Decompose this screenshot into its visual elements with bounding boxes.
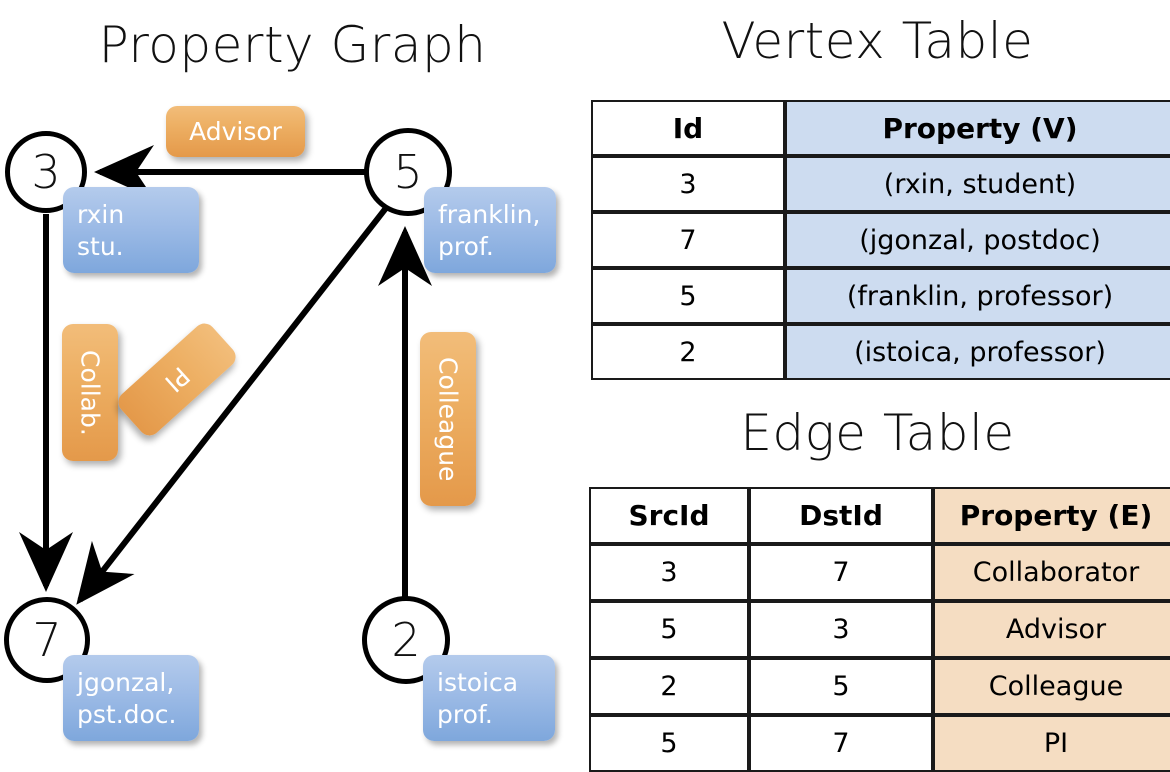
edge-table-header-dstid: DstId — [749, 487, 933, 544]
graph-node-3-property-line-2: stu. — [77, 232, 124, 261]
edge-label-collab: Collab. — [62, 324, 118, 461]
vertex-cell-id: 2 — [591, 324, 785, 380]
graph-node-3-property-line-1: rxin — [77, 200, 125, 229]
edge-cell-dstid: 7 — [749, 715, 933, 772]
table-row[interactable]: 3 7 Collaborator — [589, 544, 1170, 601]
edge-table-header-srcid: SrcId — [589, 487, 749, 544]
edge-table: SrcId DstId Property (E) 3 7 Collaborato… — [589, 487, 1170, 772]
vertex-cell-id: 5 — [591, 268, 785, 324]
graph-node-7-property-box: jgonzal, pst.doc. — [63, 655, 199, 741]
edge-cell-property: Collaborator — [933, 544, 1170, 601]
graph-node-3-label: 3 — [31, 145, 61, 199]
edge-cell-property: Advisor — [933, 601, 1170, 658]
vertex-table-header-id: Id — [591, 100, 785, 156]
edge-cell-srcid: 5 — [589, 601, 749, 658]
graph-edges-svg — [19, 145, 432, 605]
page-title-edge-table: Edge Table — [740, 404, 1015, 462]
edge-cell-property: PI — [933, 715, 1170, 772]
graph-node-5-label: 5 — [393, 145, 423, 199]
page-title-vertex-table: Vertex Table — [721, 12, 1034, 70]
edge-cell-dstid: 3 — [749, 601, 933, 658]
edge-cell-dstid: 5 — [749, 658, 933, 715]
graph-node-2-property-line-2: prof. — [437, 700, 493, 729]
graph-node-7-property-line-2: pst.doc. — [77, 700, 177, 729]
edge-cell-property: Colleague — [933, 658, 1170, 715]
edge-label-collab-text: Collab. — [75, 349, 105, 436]
table-row[interactable]: 5 3 Advisor — [589, 601, 1170, 658]
edge-label-pi-text: PI — [158, 361, 196, 398]
edge-label-colleague-text: Colleague — [433, 356, 463, 482]
table-row[interactable]: 2 (istoica, professor) — [591, 324, 1170, 380]
graph-node-2-label: 2 — [391, 613, 421, 667]
property-graph-diagram: 3 rxin stu. 5 franklin, prof. 7 jgonzal,… — [0, 0, 585, 760]
table-row[interactable]: 5 7 PI — [589, 715, 1170, 772]
table-row[interactable]: 7 (jgonzal, postdoc) — [591, 212, 1170, 268]
page-title-property-graph: Property Graph — [98, 16, 487, 74]
vertex-cell-id: 7 — [591, 212, 785, 268]
edge-cell-srcid: 5 — [589, 715, 749, 772]
graph-node-3-property-box: rxin stu. — [63, 187, 199, 273]
edge-line-pi — [76, 206, 389, 605]
edge-cell-srcid: 2 — [589, 658, 749, 715]
table-row[interactable]: 2 5 Colleague — [589, 658, 1170, 715]
vertex-cell-property: (rxin, student) — [785, 156, 1170, 212]
vertex-table-header-row: Id Property (V) — [591, 100, 1170, 156]
vertex-table-header-property: Property (V) — [785, 100, 1170, 156]
graph-node-5-property-line-1: franklin, — [438, 200, 541, 229]
edge-cell-dstid: 7 — [749, 544, 933, 601]
vertex-cell-property: (istoica, professor) — [785, 324, 1170, 380]
table-row[interactable]: 3 (rxin, student) — [591, 156, 1170, 212]
edge-table-header-row: SrcId DstId Property (E) — [589, 487, 1170, 544]
edge-label-advisor-text: Advisor — [189, 117, 282, 146]
graph-node-5[interactable]: 5 — [364, 128, 452, 216]
edge-label-advisor: Advisor — [166, 106, 305, 157]
edge-table-header-property: Property (E) — [933, 487, 1170, 544]
graph-node-2-property-box: istoica prof. — [423, 655, 555, 741]
table-row[interactable]: 5 (franklin, professor) — [591, 268, 1170, 324]
edge-label-colleague: Colleague — [420, 332, 476, 506]
vertex-table: Id Property (V) 3 (rxin, student) 7 (jgo… — [591, 100, 1170, 380]
graph-node-7-label: 7 — [32, 613, 62, 667]
graph-node-2[interactable]: 2 — [362, 596, 450, 684]
vertex-cell-property: (jgonzal, postdoc) — [785, 212, 1170, 268]
graph-node-7-property-line-1: jgonzal, — [77, 668, 175, 697]
graph-node-5-property-line-2: prof. — [438, 232, 494, 261]
edge-cell-srcid: 3 — [589, 544, 749, 601]
vertex-cell-id: 3 — [591, 156, 785, 212]
graph-node-5-property-box: franklin, prof. — [424, 187, 556, 273]
vertex-cell-property: (franklin, professor) — [785, 268, 1170, 324]
graph-node-2-property-line-1: istoica — [437, 668, 519, 697]
